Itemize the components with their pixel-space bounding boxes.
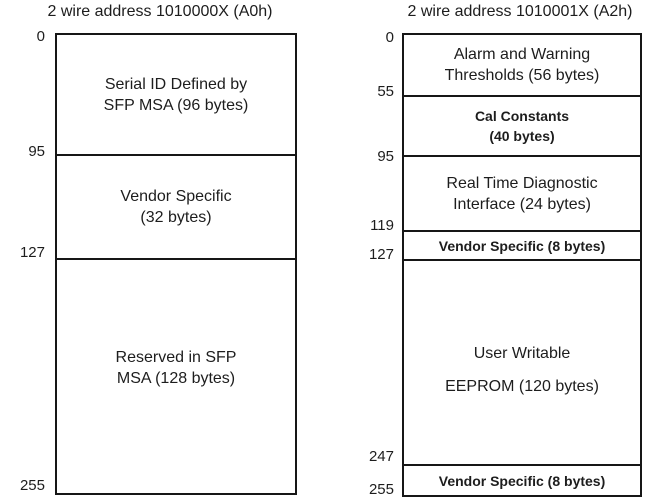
section-text-line: Thresholds (56 bytes) [444,67,600,84]
a0h-memory-box: Serial ID Defined by SFP MSA (96 bytes) … [55,33,297,495]
a2h-divider-119 [404,230,640,232]
section-text-line: Real Time Diagnostic [446,174,598,192]
a2h-divider-55 [404,95,640,97]
a2h-section-real-time-diagnostic: Real Time Diagnostic Interface (24 bytes… [404,157,640,230]
a2h-divider-247 [404,464,640,466]
a0h-addr-label-255: 255 [19,477,45,494]
section-text-line: Cal Constants [474,108,570,124]
section-text-line: SFP MSA (96 bytes) [103,96,249,114]
section-text-line: Alarm and Warning [453,46,591,63]
section-text-line: EEPROM (120 bytes) [445,377,599,395]
section-text-line: Interface (24 bytes) [453,195,591,213]
a2h-addr-label-247: 247 [368,448,394,465]
a0h-title: 2 wire address 1010000X (A0h) [47,3,273,20]
a2h-addr-label-55: 55 [377,83,394,100]
section-text-line: MSA (128 bytes) [116,369,236,387]
a0h-divider-95 [57,154,295,156]
a2h-title: 2 wire address 1010001X (A2h) [407,3,633,20]
a2h-section-alarm-warning: Alarm and Warning Thresholds (56 bytes) [404,35,640,95]
section-text-line: Vendor Specific [120,188,232,205]
a0h-section-serial-id: Serial ID Defined by SFP MSA (96 bytes) [57,35,295,154]
a2h-section-vendor-specific-2: Vendor Specific (8 bytes) [404,466,640,495]
a2h-addr-label-0: 0 [385,29,394,46]
a2h-addr-label-127: 127 [368,246,394,263]
a2h-section-vendor-specific-1: Vendor Specific (8 bytes) [404,232,640,259]
a0h-addr-label-127: 127 [19,244,45,261]
section-text-line: User Writable [473,344,571,362]
section-text-line: Vendor Specific (8 bytes) [438,237,606,254]
a0h-divider-127 [57,258,295,260]
a2h-divider-127 [404,259,640,261]
section-text-line: Serial ID Defined by [104,75,248,93]
a0h-section-reserved: Reserved in SFP MSA (128 bytes) [57,260,295,493]
a2h-section-cal-constants: Cal Constants (40 bytes) [404,97,640,155]
section-text-line: Vendor Specific (8 bytes) [438,472,606,489]
a2h-addr-label-119: 119 [370,217,394,234]
a2h-addr-label-255: 255 [368,481,394,498]
a2h-addr-label-95: 95 [377,148,394,165]
section-text-line: (32 bytes) [140,209,212,226]
a0h-addr-label-0: 0 [36,28,45,45]
a2h-divider-95 [404,155,640,157]
section-text-line: (40 bytes) [489,128,555,144]
a2h-section-user-writable-eeprom: User Writable EEPROM (120 bytes) [404,261,640,464]
a0h-addr-label-95: 95 [28,143,45,160]
a2h-memory-box: Alarm and Warning Thresholds (56 bytes) … [402,33,642,497]
section-text-line: Reserved in SFP [115,348,237,366]
a0h-section-vendor-specific: Vendor Specific (32 bytes) [57,156,295,258]
